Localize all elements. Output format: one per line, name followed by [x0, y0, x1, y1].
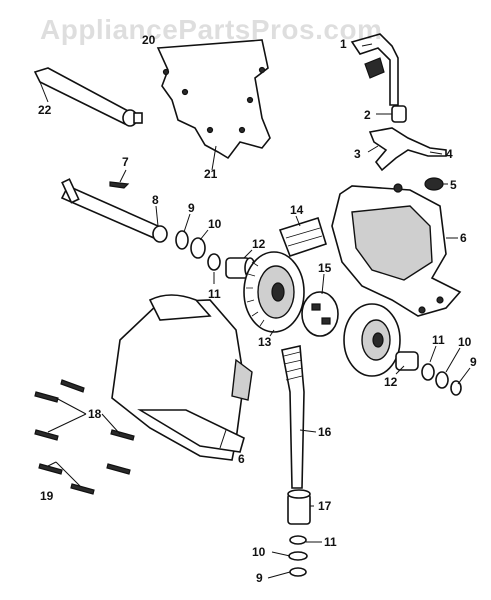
callout-15: 15 [318, 261, 332, 275]
part-14-bracket [278, 216, 327, 258]
callout-12-right: 12 [384, 375, 398, 389]
callout-20: 20 [142, 33, 156, 47]
washer-group-bottom [288, 535, 308, 577]
bolt-group-18-19 [34, 379, 135, 495]
callout-10-bottom: 10 [252, 545, 266, 559]
part-21-gasket-plate [156, 39, 271, 160]
callout-11-bottom: 11 [324, 535, 337, 549]
callout-8: 8 [152, 193, 159, 207]
callout-11-right: 11 [432, 333, 445, 347]
part-5-cap [424, 177, 444, 191]
part-16-pinion-shaft [281, 345, 305, 489]
callout-17: 17 [318, 499, 332, 513]
callout-13: 13 [258, 335, 272, 349]
callout-11-left: 11 [208, 287, 221, 301]
callout-16: 16 [318, 425, 332, 439]
part-2-collar [391, 105, 407, 123]
callout-9-bottom: 9 [256, 571, 263, 585]
callout-3: 3 [354, 147, 361, 161]
callout-14: 14 [290, 203, 304, 217]
part-1-shift-rod [350, 33, 399, 106]
callout-2: 2 [364, 108, 371, 122]
callout-4: 4 [446, 147, 453, 161]
callout-21: 21 [204, 167, 218, 181]
callout-18: 18 [88, 407, 102, 421]
large-spur-gear [343, 303, 401, 377]
part-17-sleeve [287, 489, 311, 525]
site-watermark: AppliancePartsPros.com [40, 14, 383, 45]
leader-lines [39, 43, 471, 579]
part-22-handle-tube [33, 67, 143, 127]
callout-9-left: 9 [188, 201, 195, 215]
washer-group-left [175, 230, 221, 271]
callout-1: 1 [340, 37, 347, 51]
washer-group-right [421, 363, 462, 396]
callout-10-right: 10 [458, 335, 472, 349]
callout-6-upper: 6 [460, 231, 467, 245]
callout-19: 19 [40, 489, 54, 503]
part-13-bevel-gear [243, 251, 305, 333]
part-8-shaft [60, 178, 168, 243]
callout-labels: 1 2 3 4 5 6 6 7 8 9 9 9 10 10 10 11 11 1… [38, 33, 477, 585]
part-3-shift-fork [368, 127, 447, 172]
callout-10-left: 10 [208, 217, 222, 231]
callout-22: 22 [38, 103, 52, 117]
part-12-bushing-right [395, 351, 419, 371]
callout-5: 5 [450, 178, 457, 192]
part-6-upper-gearcase [331, 183, 462, 317]
callout-9-right: 9 [470, 355, 477, 369]
callout-6-lower: 6 [238, 452, 245, 466]
part-6-lower-housing [111, 294, 253, 461]
callout-7: 7 [122, 155, 129, 169]
part-15-clutch [301, 291, 339, 337]
part-7-pin [109, 181, 130, 189]
callout-12-left: 12 [252, 237, 266, 251]
